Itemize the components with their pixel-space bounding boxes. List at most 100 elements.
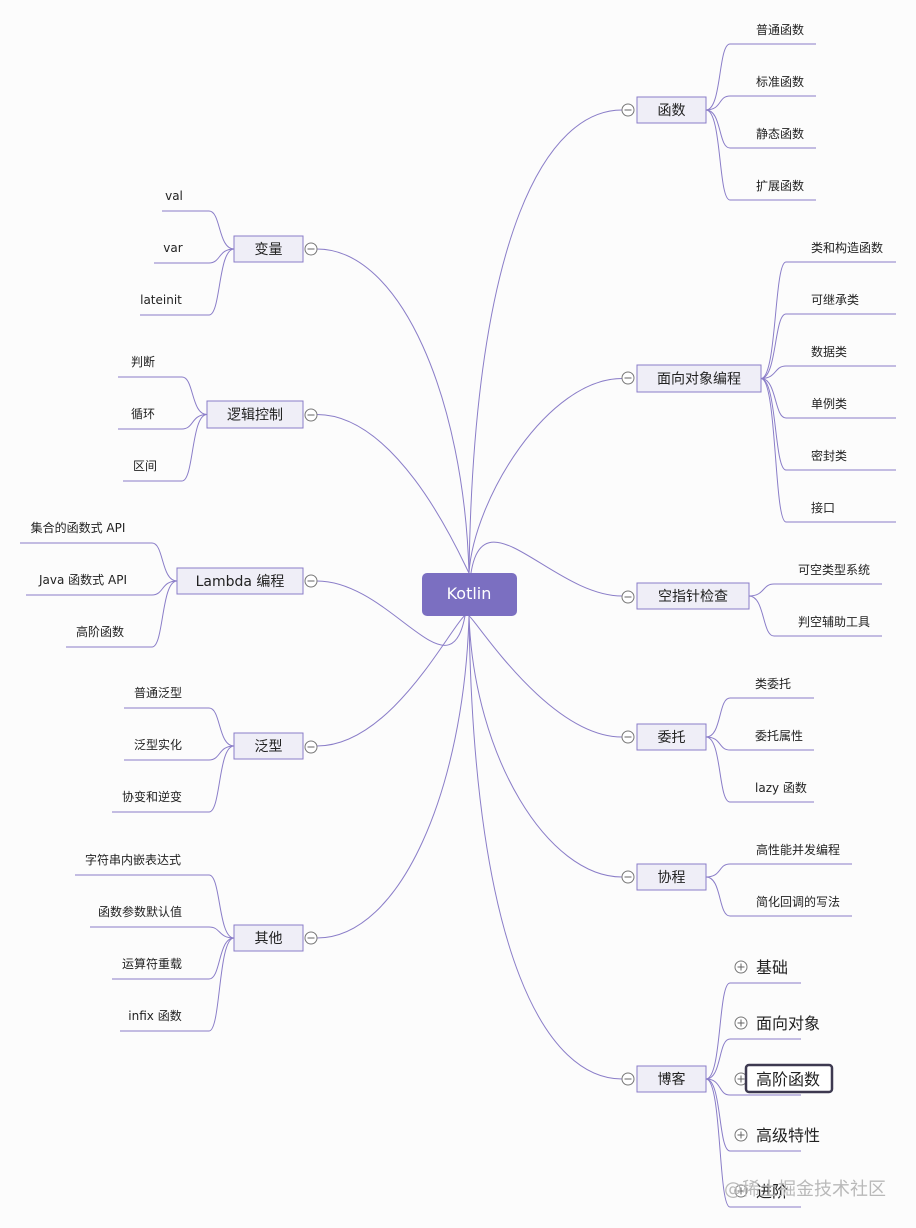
link-left-4-child-3 xyxy=(120,937,235,1032)
link-right-2-child-0 xyxy=(748,583,882,597)
right-branch-3-label: 委托 xyxy=(658,730,686,746)
link-right-1-child-4 xyxy=(760,378,896,471)
link-center-to-3 xyxy=(468,615,623,738)
right-branch-1-child-3: 单例类 xyxy=(811,397,847,411)
link-right-1-child-2 xyxy=(760,365,896,379)
right-branch-4-toggle[interactable] xyxy=(621,870,635,884)
right-branch-5-child-1-toggle[interactable] xyxy=(734,1016,748,1030)
right-branch-5-child-4: 进阶 xyxy=(756,1182,788,1201)
right-branch-1[interactable]: 面向对象编程 xyxy=(636,364,762,393)
right-branch-1-toggle[interactable] xyxy=(621,371,635,385)
link-right-5-child-1 xyxy=(705,1038,801,1080)
right-branch-5-label: 博客 xyxy=(658,1071,686,1088)
link-right-0-child-2 xyxy=(705,109,816,149)
left-branch-4-child-3: infix 函数 xyxy=(128,1008,181,1023)
link-right-1-child-0 xyxy=(760,261,896,379)
left-branch-2-child-1: Java 函数式 API xyxy=(38,572,127,587)
right-branch-2-child-1: 判空辅助工具 xyxy=(798,615,870,629)
right-branch-1-child-4: 密封类 xyxy=(811,448,847,463)
right-branch-5-child-3: 高级特性 xyxy=(756,1126,820,1145)
link-center-to-4 xyxy=(468,615,623,878)
right-branch-3[interactable]: 委托 xyxy=(636,723,707,751)
link-right-0-child-1 xyxy=(705,95,816,111)
link-left-0-child-1 xyxy=(154,248,235,264)
left-branch-1-box[interactable] xyxy=(206,400,304,429)
link-right-1-child-1 xyxy=(760,313,896,379)
link-right-5-child-2 xyxy=(705,1078,801,1096)
link-right-1-child-5 xyxy=(760,378,896,523)
right-branch-2[interactable]: 空指针检查 xyxy=(636,582,750,610)
right-branch-3-child-0: 类委托 xyxy=(755,677,791,691)
right-branch-5-child-2: 高阶函数 xyxy=(756,1070,820,1089)
link-center-to-1 xyxy=(468,378,623,574)
right-branch-2-toggle[interactable] xyxy=(621,590,635,604)
left-branch-3-toggle[interactable] xyxy=(304,740,318,754)
left-branch-3[interactable]: 泛型 xyxy=(233,732,304,760)
right-branch-0-toggle[interactable] xyxy=(621,103,635,117)
left-branch-3-child-0: 普通泛型 xyxy=(134,686,182,700)
link-right-5-child-0 xyxy=(705,982,801,1080)
center-node-box[interactable] xyxy=(422,573,517,616)
left-branch-1[interactable]: 逻辑控制 xyxy=(206,400,304,429)
left-branch-2-child-2: 高阶函数 xyxy=(76,624,124,639)
left-branch-2-toggle[interactable] xyxy=(304,574,318,588)
link-center-to-0 xyxy=(468,109,623,574)
left-branch-1-toggle[interactable] xyxy=(304,408,318,422)
right-branch-5-toggle[interactable] xyxy=(621,1072,635,1086)
link-right-1-child-3 xyxy=(760,378,896,419)
link-left-4-child-1 xyxy=(90,926,235,939)
left-branch-3-child-2: 协变和逆变 xyxy=(122,789,182,804)
left-branch-4-toggle[interactable] xyxy=(304,931,318,945)
link-right-4-child-0 xyxy=(705,863,852,878)
right-branch-1-child-0: 类和构造函数 xyxy=(811,240,883,255)
link-center-to-left-1 xyxy=(316,414,470,574)
link-left-2-child-2 xyxy=(66,580,178,648)
left-branch-0-toggle[interactable] xyxy=(304,242,318,256)
left-branch-3-box[interactable] xyxy=(233,732,304,760)
left-branch-0[interactable]: 变量 xyxy=(233,235,304,263)
right-branch-5-child-4-toggle[interactable] xyxy=(734,1184,748,1198)
right-branch-5-child-3-toggle[interactable] xyxy=(734,1128,748,1142)
right-branch-5-child-0-toggle[interactable] xyxy=(734,960,748,974)
right-branch-2-child-0: 可空类型系统 xyxy=(798,563,870,577)
left-branch-2[interactable]: Lambda 编程 xyxy=(176,567,304,595)
right-branch-3-box[interactable] xyxy=(636,723,707,751)
right-branch-0[interactable]: 函数 xyxy=(636,96,707,124)
right-branch-1-box[interactable] xyxy=(636,364,762,393)
right-branch-5-child-2-toggle[interactable] xyxy=(734,1072,748,1086)
right-branch-1-child-5: 接口 xyxy=(811,500,835,515)
link-left-3-child-2 xyxy=(112,745,235,813)
right-branch-3-child-1: 委托属性 xyxy=(755,729,803,743)
left-branch-4[interactable]: 其他 xyxy=(233,924,304,952)
right-branch-2-box[interactable] xyxy=(636,582,750,610)
left-branch-4-child-0: 字符串内嵌表达式 xyxy=(85,852,181,867)
right-branch-5[interactable]: 博客 xyxy=(636,1065,707,1093)
left-branch-3-label: 泛型 xyxy=(255,739,283,755)
right-branch-5-box[interactable] xyxy=(636,1065,707,1093)
left-branch-4-child-1: 函数参数默认值 xyxy=(98,904,182,919)
left-branch-0-label: 变量 xyxy=(255,242,283,258)
left-branch-1-child-0: 判断 xyxy=(131,354,155,369)
right-branch-4[interactable]: 协程 xyxy=(636,863,707,891)
mindmap-nodes: 函数普通函数标准函数静态函数扩展函数面向对象编程类和构造函数可继承类数据类单例类… xyxy=(31,22,883,1201)
link-left-1-child-0 xyxy=(118,376,208,415)
right-branch-0-child-1: 标准函数 xyxy=(756,74,804,89)
right-branch-0-box[interactable] xyxy=(636,96,707,124)
left-branch-0-box[interactable] xyxy=(233,235,304,263)
right-branch-4-box[interactable] xyxy=(636,863,707,891)
link-left-4-child-2 xyxy=(112,937,235,980)
center-node[interactable]: Kotlin xyxy=(422,573,517,616)
link-left-1-child-1 xyxy=(118,414,208,430)
left-branch-1-label: 逻辑控制 xyxy=(227,408,283,424)
link-right-5-child-3 xyxy=(705,1078,801,1152)
left-branch-0-child-2: lateinit xyxy=(140,293,182,307)
right-branch-3-toggle[interactable] xyxy=(621,730,635,744)
left-branch-2-box[interactable] xyxy=(176,567,304,595)
right-branch-0-child-3: 扩展函数 xyxy=(756,178,804,193)
left-branch-4-box[interactable] xyxy=(233,924,304,952)
center-node-label: Kotlin xyxy=(447,584,492,603)
right-branch-5-child-2-selected-box[interactable] xyxy=(744,1063,834,1094)
link-center-to-left-4 xyxy=(316,615,470,939)
link-right-0-child-3 xyxy=(705,109,816,201)
